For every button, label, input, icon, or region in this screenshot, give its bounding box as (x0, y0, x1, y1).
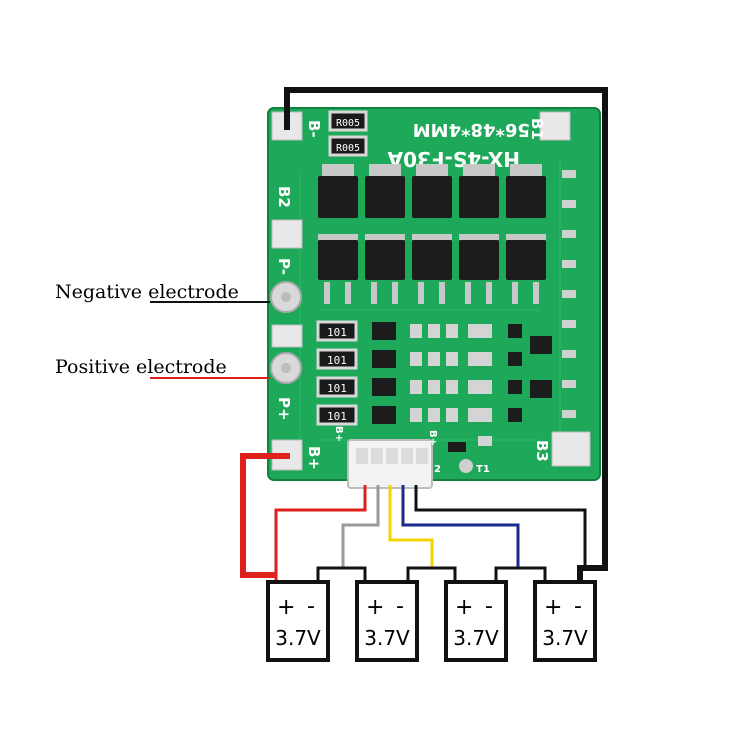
resistor-r005-top: R005 (328, 110, 368, 132)
channel-passives (410, 324, 492, 422)
cell-1-minus: - (307, 594, 315, 619)
cell-1-plus: + (277, 595, 295, 620)
positive-electrode-label: Positive electrode (55, 356, 227, 378)
battery-cell-1: + - 3.7V (266, 580, 330, 662)
mosfet-row-1 (318, 176, 546, 218)
board-model-text: HX-4S-F30A (387, 147, 520, 171)
wires (240, 87, 608, 582)
sense-resistor-1: 101 (316, 320, 358, 342)
connector-right-label: B+ (427, 430, 438, 446)
wire-balance-yellow (388, 485, 434, 568)
channel-ics (372, 322, 396, 424)
pad-b3 (551, 431, 591, 467)
pad-p-minus-label: P- (275, 258, 293, 275)
negative-electrode-label: Negative electrode (55, 281, 239, 303)
svg-text:R005: R005 (336, 118, 360, 129)
svg-text:101: 101 (327, 410, 347, 423)
thermistor-label: T1 (476, 464, 490, 475)
cell-4-plus: + (544, 595, 562, 620)
wire-b-minus (284, 87, 608, 582)
cell-2-minus: - (396, 594, 404, 619)
positive-electrode-annotation: Positive electrode (55, 356, 270, 379)
battery-cell-3: + - 3.7V (444, 580, 508, 662)
svg-text:R005: R005 (336, 143, 360, 154)
balance-connector (347, 439, 433, 489)
thermistor-pad (459, 459, 473, 473)
pcb-board: B- B1 B2 P- P+ B+ B3 HX-4S-F30A 56*48*4M… (267, 107, 601, 489)
pad-b-plus-label: B+ (305, 446, 323, 470)
pad-b-minus-label: B- (305, 120, 323, 138)
connector-left-label: B+ (333, 426, 344, 442)
svg-text:101: 101 (327, 382, 347, 395)
cell-2-plus: + (366, 595, 384, 620)
cell-3-minus: - (485, 594, 493, 619)
pad-middle (271, 324, 303, 348)
wire-balance-red (274, 485, 367, 582)
svg-text:101: 101 (327, 326, 347, 339)
connector-number-label: 2 (434, 464, 441, 475)
negative-electrode-annotation: Negative electrode (55, 281, 270, 303)
pad-b2 (271, 219, 303, 249)
mosfet-row-2 (318, 240, 546, 280)
cell-3-plus: + (455, 595, 473, 620)
cell-4-voltage: 3.7V (542, 626, 588, 650)
sense-resistor-3: 101 (316, 376, 358, 398)
series-link-1-2 (316, 566, 367, 582)
right-edge-components (562, 170, 576, 418)
resistor-r005-bottom: R005 (328, 135, 368, 157)
sense-resistor-2: 101 (316, 348, 358, 370)
cell-4-minus: - (574, 594, 582, 619)
wire-b-plus (240, 453, 290, 578)
pad-b1 (539, 111, 571, 141)
pad-b2-label: B2 (275, 186, 293, 208)
wire-balance-gray (341, 485, 380, 568)
pad-b3-label: B3 (533, 440, 551, 462)
cell-1-voltage: 3.7V (275, 626, 321, 650)
svg-text:101: 101 (327, 354, 347, 367)
cell-3-voltage: 3.7V (453, 626, 499, 650)
wire-balance-black (414, 485, 587, 568)
pad-b1-label: B1 (528, 118, 546, 140)
battery-cell-2: + - 3.7V (355, 580, 419, 662)
board-size-text: 56*48*4MM (413, 119, 530, 140)
battery-cell-4: + - 3.7V (533, 580, 597, 662)
cell-2-voltage: 3.7V (364, 626, 410, 650)
wire-balance-blue (401, 485, 520, 568)
sense-resistor-4: 101 (316, 404, 358, 426)
series-link-3-4 (494, 566, 547, 582)
pad-p-plus-label: P+ (275, 397, 293, 421)
series-link-2-3 (406, 566, 457, 582)
